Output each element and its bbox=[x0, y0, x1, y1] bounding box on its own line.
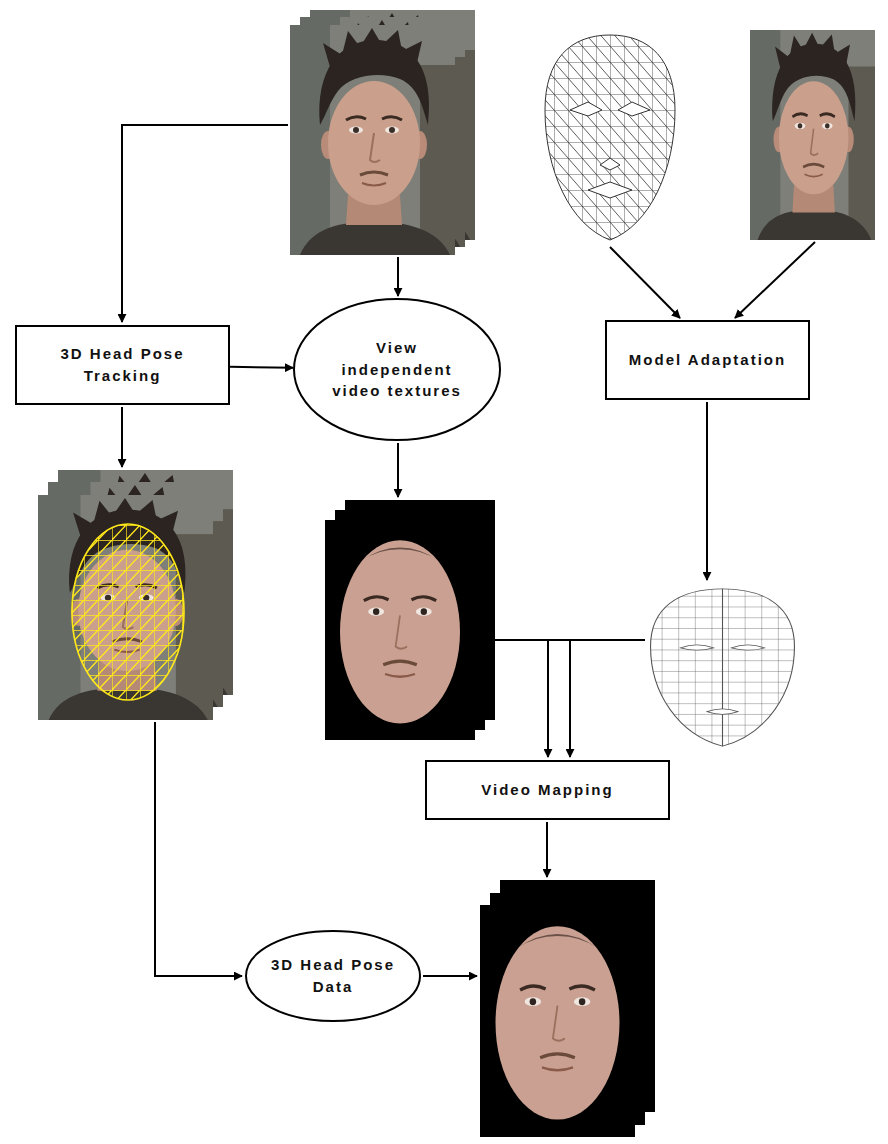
flow-line bbox=[476, 639, 645, 641]
face-mesh bbox=[540, 30, 680, 245]
process-box: Model Adaptation bbox=[605, 320, 810, 400]
node-label: 3D Head Pose Tracking bbox=[29, 343, 216, 387]
process-box: 3D Head Pose Tracking bbox=[15, 325, 230, 405]
output-frames bbox=[480, 880, 655, 1137]
flow-arrow bbox=[121, 407, 123, 467]
flow-arrow bbox=[546, 822, 548, 877]
ellipse-outline bbox=[293, 298, 501, 441]
face-photo bbox=[750, 30, 875, 240]
connector-arrow bbox=[230, 367, 293, 368]
video-frame bbox=[290, 25, 455, 255]
ellipse-outline bbox=[294, 299, 500, 440]
flow-arrow bbox=[397, 257, 399, 296]
flow-arrows bbox=[122, 125, 815, 976]
ellipse-outline bbox=[246, 931, 420, 1021]
flow-arrow bbox=[155, 722, 242, 976]
tracking-mesh bbox=[72, 524, 184, 700]
texture-frame bbox=[325, 520, 475, 740]
node-label: View independent video textures bbox=[322, 337, 472, 402]
node-label: Video Mapping bbox=[439, 779, 656, 801]
flow-arrow bbox=[423, 975, 477, 977]
output-frame bbox=[480, 905, 635, 1137]
flow-arrow bbox=[397, 443, 399, 497]
input-video-frames bbox=[290, 10, 475, 255]
data-ellipse: 3D Head Pose Data bbox=[245, 930, 421, 1022]
flow-arrow bbox=[706, 402, 708, 580]
flow-arrow bbox=[735, 242, 815, 318]
video-frame bbox=[38, 495, 213, 720]
node-label: Model Adaptation bbox=[619, 349, 796, 371]
node-label: 3D Head Pose Data bbox=[270, 954, 397, 998]
process-box: Video Mapping bbox=[425, 760, 670, 820]
texture-frames bbox=[325, 500, 495, 740]
data-ellipse: View independent video textures bbox=[293, 298, 501, 441]
adapted-mesh bbox=[645, 585, 800, 750]
flow-arrow bbox=[610, 247, 680, 318]
flow-arrow bbox=[122, 125, 288, 322]
flow-arrow bbox=[569, 640, 571, 757]
ellipse-outline bbox=[245, 930, 421, 1022]
tracked-frames bbox=[38, 470, 233, 720]
flow-arrow bbox=[547, 640, 549, 757]
